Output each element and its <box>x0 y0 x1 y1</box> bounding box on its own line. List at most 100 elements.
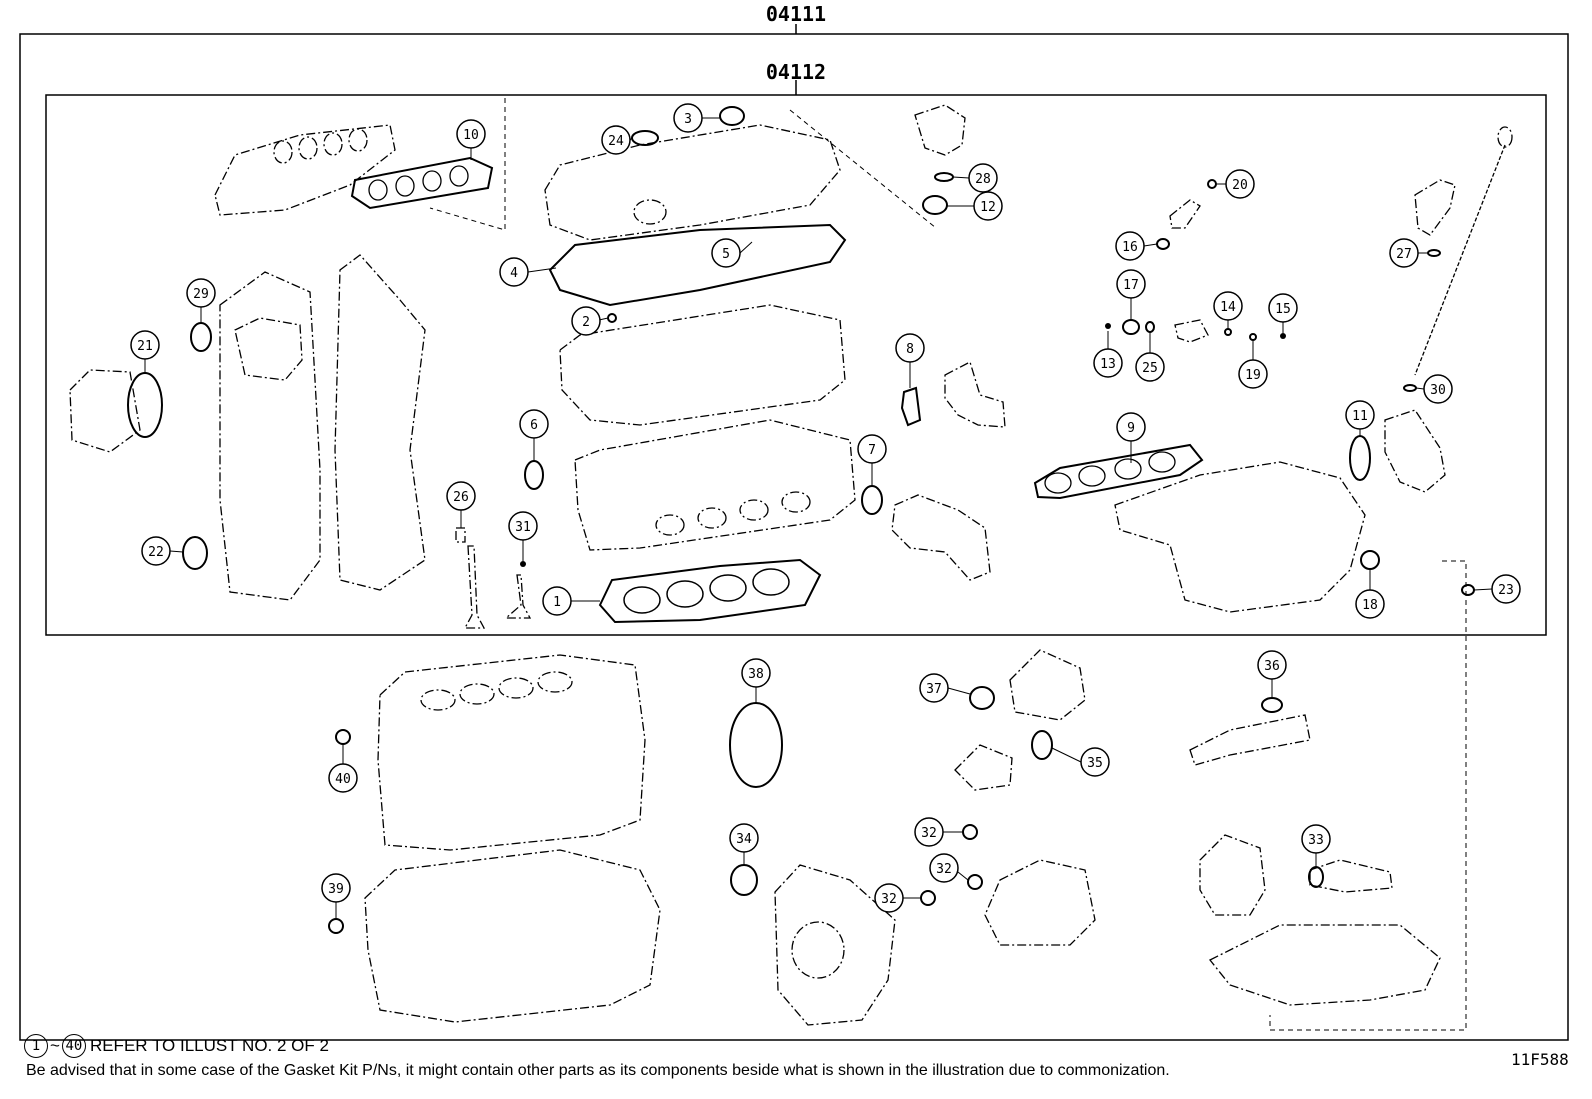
gasket-35 <box>1031 730 1053 760</box>
callout-number: 2 <box>582 315 590 330</box>
callout-3: 3 <box>673 103 703 133</box>
callout-number: 32 <box>936 862 952 877</box>
o-ring-11 <box>1349 435 1371 481</box>
callout-circle <box>1135 352 1165 382</box>
head-gasket-bores <box>623 568 790 614</box>
callout-circle <box>1093 348 1123 378</box>
callout-number: 13 <box>1100 357 1116 372</box>
callout-9: 9 <box>1116 412 1146 442</box>
block-bore-holes <box>420 671 573 711</box>
callout-13: 13 <box>1093 348 1123 378</box>
timing-cover-part <box>219 271 321 601</box>
plug-15 <box>1280 333 1286 339</box>
callout-33: 33 <box>1301 824 1331 854</box>
o-ring-30 <box>1403 384 1417 392</box>
callout-number: 8 <box>906 342 914 357</box>
callout-39: 39 <box>321 873 351 903</box>
callout-1: 1 <box>542 586 572 616</box>
callout-34: 34 <box>729 823 759 853</box>
callout-circle <box>1115 231 1145 261</box>
callout-circle <box>729 823 759 853</box>
callout-number: 11 <box>1352 409 1368 424</box>
cylinder-head-gasket <box>598 558 822 624</box>
callout-number: 35 <box>1087 756 1103 771</box>
callout-4: 4 <box>499 257 529 287</box>
callout-29: 29 <box>186 278 216 308</box>
callout-number: 7 <box>868 443 876 458</box>
seal-3 <box>719 106 745 126</box>
bypass-pipe-part <box>1189 714 1311 766</box>
outer-kit-number: 04111 <box>766 2 826 26</box>
sensor-part-2 <box>1174 319 1209 343</box>
callout-19: 19 <box>1238 359 1268 389</box>
callout-circle <box>130 330 160 360</box>
gasket-34 <box>730 864 758 896</box>
inner-kit-frame <box>45 94 1547 636</box>
callout-circle <box>914 817 944 847</box>
callout-7: 7 <box>857 434 887 464</box>
callout-circle <box>508 511 538 541</box>
gasket-8 <box>900 386 922 427</box>
front-cover-part <box>774 864 896 1026</box>
range-end-marker: 40 <box>61 1034 86 1058</box>
water-outlet-top-part <box>914 104 966 156</box>
callout-23: 23 <box>1491 574 1521 604</box>
callout-circle <box>446 481 476 511</box>
plug-13 <box>1105 323 1111 329</box>
callout-circle <box>673 103 703 133</box>
callout-31: 31 <box>508 511 538 541</box>
gasket-7 <box>861 485 883 515</box>
callout-number: 25 <box>1142 361 1158 376</box>
callout-11: 11 <box>1345 400 1375 430</box>
gasket-37 <box>969 686 995 710</box>
callout-circle <box>968 163 998 193</box>
seal-2 <box>607 313 617 323</box>
egr-valve-part <box>1009 649 1086 721</box>
dipstick-tube-part <box>1414 179 1456 236</box>
washer-25 <box>1145 321 1155 333</box>
callout-40: 40 <box>328 763 358 793</box>
camshaft-housing-part <box>559 304 846 426</box>
cylinder-block-part <box>377 654 646 851</box>
oil-filter-bracket-part <box>1199 834 1266 916</box>
inner-kit-number: 04112 <box>766 60 826 84</box>
callout-17: 17 <box>1116 269 1146 299</box>
plug-31 <box>520 561 526 567</box>
crank-seal-38 <box>729 702 783 788</box>
intake-manifold-part <box>1114 461 1366 613</box>
head-port-holes <box>655 491 811 536</box>
callout-number: 15 <box>1275 302 1291 317</box>
timing-chain-case-part <box>334 254 426 591</box>
callout-circle <box>328 763 358 793</box>
range-separator: ~ <box>50 1036 60 1055</box>
thermostat-housing-part <box>944 361 1006 428</box>
callout-circle <box>919 673 949 703</box>
callout-circle <box>973 191 1003 221</box>
callout-number: 23 <box>1498 583 1514 598</box>
gaskets-and-seals <box>127 106 1475 934</box>
manifold-port-holes <box>273 128 368 164</box>
oil-pump-cover-part <box>69 369 141 453</box>
callout-number: 1 <box>553 595 561 610</box>
outlet-pipe-part <box>1309 859 1393 893</box>
intake-gasket-10 <box>350 156 494 210</box>
o-ring-27 <box>1427 249 1441 257</box>
callout-circle <box>456 119 486 149</box>
illustration-code: 11F588 <box>1511 1050 1569 1069</box>
outer-kit-frame <box>19 33 1569 1041</box>
part-outlines <box>69 104 1513 1026</box>
callout-number: 14 <box>1220 300 1236 315</box>
callout-number: 32 <box>921 826 937 841</box>
callout-32: 32 <box>914 817 944 847</box>
callout-number: 19 <box>1245 368 1261 383</box>
callout-circle <box>857 434 887 464</box>
callout-25: 25 <box>1135 352 1165 382</box>
o-ring-16 <box>1156 238 1170 250</box>
callout-number: 21 <box>137 339 153 354</box>
callout-38: 38 <box>741 658 771 688</box>
callout-number: 29 <box>193 287 209 302</box>
intake-gasket-9-ports <box>1044 451 1176 494</box>
callout-circle <box>321 873 351 903</box>
